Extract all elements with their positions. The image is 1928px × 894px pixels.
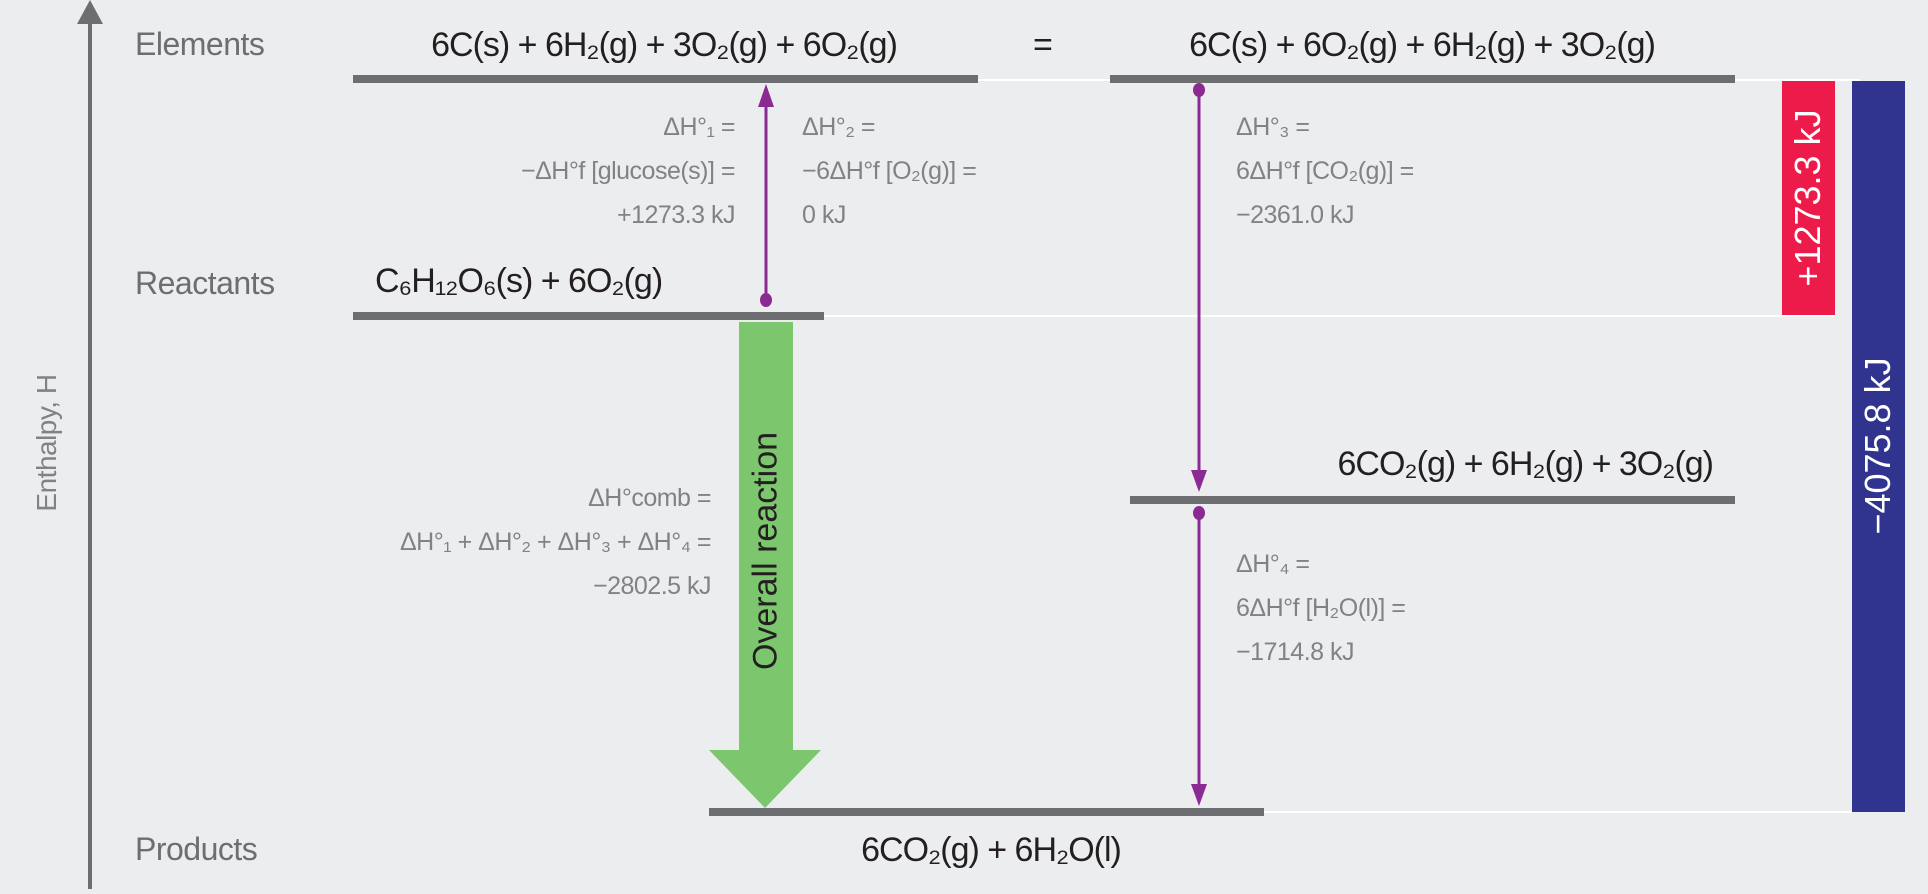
level-products xyxy=(709,808,1264,816)
level-label-products: Products xyxy=(135,831,258,867)
step-arrow-4 xyxy=(1191,506,1207,806)
step-2-annotation: ΔH°₂ = −6ΔH°f [O₂(g)] = 0 kJ xyxy=(802,105,977,237)
step-2-line: 0 kJ xyxy=(802,201,846,229)
combustion-line: ΔH°comb = xyxy=(588,484,711,512)
combustion-line: ΔH°₁ + ΔH°₂ + ΔH°₃ + ΔH°₄ = xyxy=(399,528,712,556)
step-1-line: +1273.3 kJ xyxy=(616,201,736,229)
step-1-annotation: ΔH°₁ = −ΔH°f [glucose(s)] = +1273.3 kJ xyxy=(521,105,736,237)
formula-products: 6CO₂(g) + 6H₂O(l) xyxy=(861,831,1122,869)
level-elements-right xyxy=(1110,75,1735,83)
step-3-line: ΔH°₃ = xyxy=(1236,113,1310,141)
step-2-line: ΔH°₂ = xyxy=(802,113,876,141)
step-4-line: ΔH°₄ = xyxy=(1236,550,1310,578)
overall-arrow-shaft xyxy=(739,322,793,752)
level-reactants xyxy=(353,312,824,320)
combustion-annotation: ΔH°comb = ΔH°₁ + ΔH°₂ + ΔH°₃ + ΔH°₄ = −2… xyxy=(399,476,712,608)
axis-label: Enthalpy, H xyxy=(31,374,62,512)
level-intermediate xyxy=(1130,496,1735,504)
combustion-line: −2802.5 kJ xyxy=(592,572,712,600)
level-elements-left xyxy=(353,75,978,83)
negative-enthalpy-bar xyxy=(1852,81,1905,812)
step-3-annotation: ΔH°₃ = 6ΔH°f [CO₂(g)] = −2361.0 kJ xyxy=(1236,105,1414,237)
step-1-line: −ΔH°f [glucose(s)] = xyxy=(521,157,736,185)
positive-bar-label: +1273.3 kJ xyxy=(1787,109,1828,287)
step-4-line: −1714.8 kJ xyxy=(1236,638,1355,666)
equals-sign: = xyxy=(1033,26,1053,64)
overall-arrowhead-icon xyxy=(709,750,821,808)
step-arrow-1 xyxy=(758,84,774,307)
level-label-reactants: Reactants xyxy=(135,265,275,301)
level-label-elements: Elements xyxy=(135,26,265,62)
step-4-line: 6ΔH°f [H₂O(l)] = xyxy=(1236,594,1406,622)
step-arrow-3 xyxy=(1191,83,1207,492)
step-3-line: 6ΔH°f [CO₂(g)] = xyxy=(1236,157,1414,185)
step-3-line: −2361.0 kJ xyxy=(1236,201,1355,229)
negative-bar-label: −4075.8 kJ xyxy=(1857,357,1898,535)
axis-arrowhead-icon xyxy=(77,0,103,24)
formula-intermediate: 6CO₂(g) + 6H₂(g) + 3O₂(g) xyxy=(1337,445,1714,483)
formula-elements-right: 6C(s) + 6O₂(g) + 6H₂(g) + 3O₂(g) xyxy=(1189,26,1656,64)
positive-enthalpy-bar xyxy=(1782,81,1835,315)
step-4-annotation: ΔH°₄ = 6ΔH°f [H₂O(l)] = −1714.8 kJ xyxy=(1236,542,1406,674)
step-2-line: −6ΔH°f [O₂(g)] = xyxy=(802,157,977,185)
formula-reactants: C₆H₁₂O₆(s) + 6O₂(g) xyxy=(375,262,663,300)
formula-elements-left: 6C(s) + 6H₂(g) + 3O₂(g) + 6O₂(g) xyxy=(431,26,898,64)
step-1-line: ΔH°₁ = xyxy=(663,113,735,141)
overall-reaction-label: Overall reaction xyxy=(746,431,785,671)
